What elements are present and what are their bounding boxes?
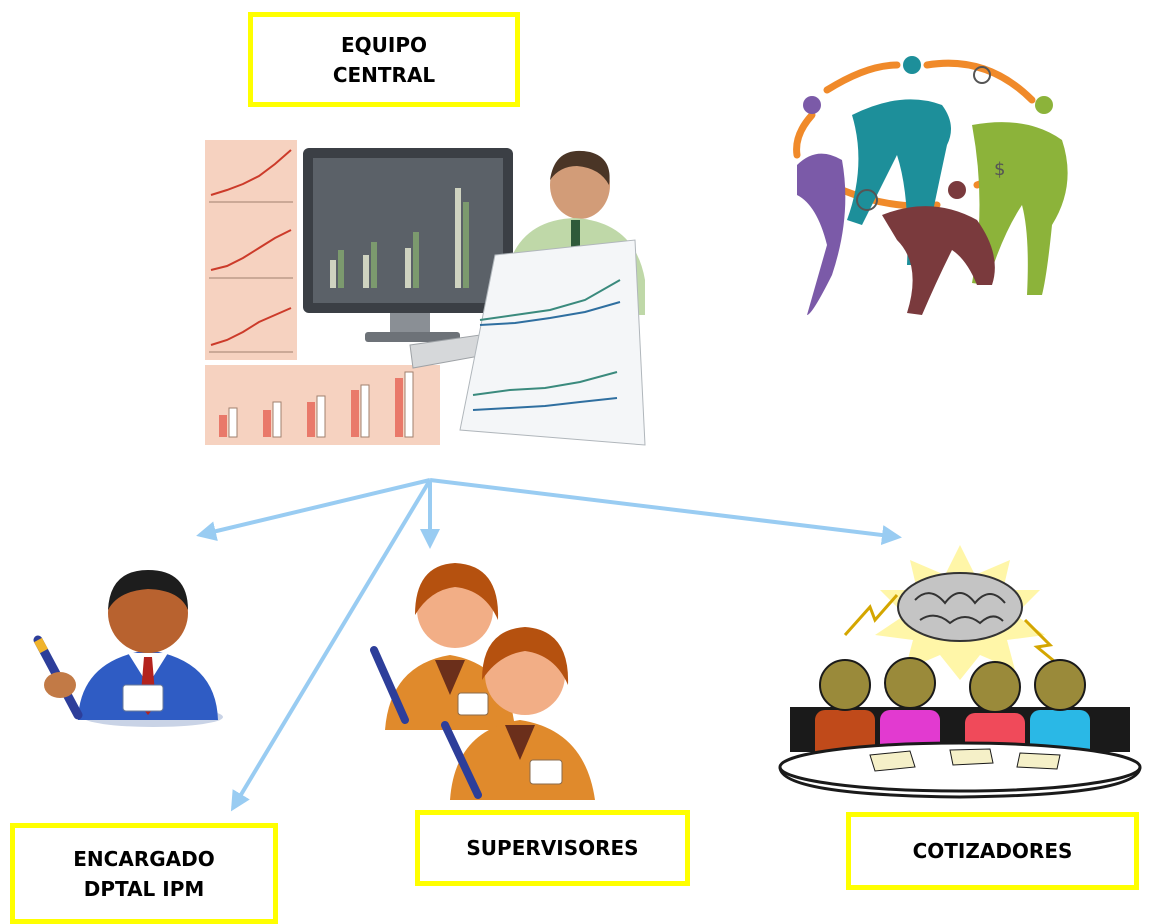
supervisor-back-hair [415,563,499,620]
figure-maroon [882,206,995,315]
table-edge [778,766,1142,799]
encargado-line2: DPTAL IPM [83,876,205,901]
head-right [1035,96,1053,114]
analyst-hair [550,150,610,185]
arrow-to-cotizadores [429,478,902,545]
lightning-left-icon [843,594,899,636]
encargado-dptal-ipm-label: ENCARGADO DPTAL IPM [10,823,278,924]
supervisor-back-scarf [435,660,465,695]
connected-people-network-illustration: $ [793,56,1068,315]
team-brainstorm-table-icon [778,545,1142,799]
monitor-base [365,332,460,342]
supervisor-front-hair [482,627,569,685]
mini-line-chart-3 [210,307,292,346]
two-women-with-badges-and-pens-icon [370,563,595,800]
encargado-badge [122,684,164,712]
supervisor-front-badge [529,759,563,785]
mini-charts-panel [205,140,297,360]
arrow-to-encargado-icon [196,478,431,542]
supervisores-label: SUPERVISORES [415,810,690,886]
head-middle-left [818,176,836,194]
equipo-central-label: EQUIPO CENTRAL [248,12,520,107]
encargado-line1: ENCARGADO [73,846,215,871]
head-top [903,56,921,74]
head-center [948,181,966,199]
monitor-stand [390,313,430,335]
figure-green [972,122,1068,296]
encargado-hair [108,570,188,610]
supervisor-front-scarf [505,725,535,760]
report-line-3 [472,371,618,396]
person-with-badge-and-pen-icon [33,570,223,727]
report-line-2 [479,301,621,326]
arrow-to-encargado-label [230,478,432,812]
report-line-4 [472,397,618,411]
dollar-icon: $ [994,159,1005,180]
supervisores-text: SUPERVISORES [466,836,639,860]
globe-icon [856,189,878,211]
monitor-bar-chart [330,188,469,288]
supervisor-back-pen-icon [370,646,409,724]
mini-line-chart-1 [210,149,292,196]
lightning-right-icon [1023,618,1066,672]
equipo-central-line2: CENTRAL [332,62,436,87]
report-line-1 [479,279,621,321]
lightbulb-icon [973,66,991,84]
supervisor-back-badge [457,692,489,716]
cotizadores-text: COTIZADORES [912,839,1073,863]
equipo-central-line1: EQUIPO [340,32,427,57]
analyst-tie [571,220,580,260]
team-member-1 [815,659,875,760]
brain-icon [897,572,1023,642]
mini-bar-chart [219,371,414,438]
supervisor-front-pen-icon [441,721,482,799]
mini-line-chart-2 [210,229,292,271]
cotizadores-label: COTIZADORES [846,812,1139,890]
figure-purple [797,153,846,315]
analyst-with-charts-illustration [205,140,646,446]
head-left [803,96,821,114]
encargado-hand [44,672,76,698]
table-papers [869,748,1061,772]
